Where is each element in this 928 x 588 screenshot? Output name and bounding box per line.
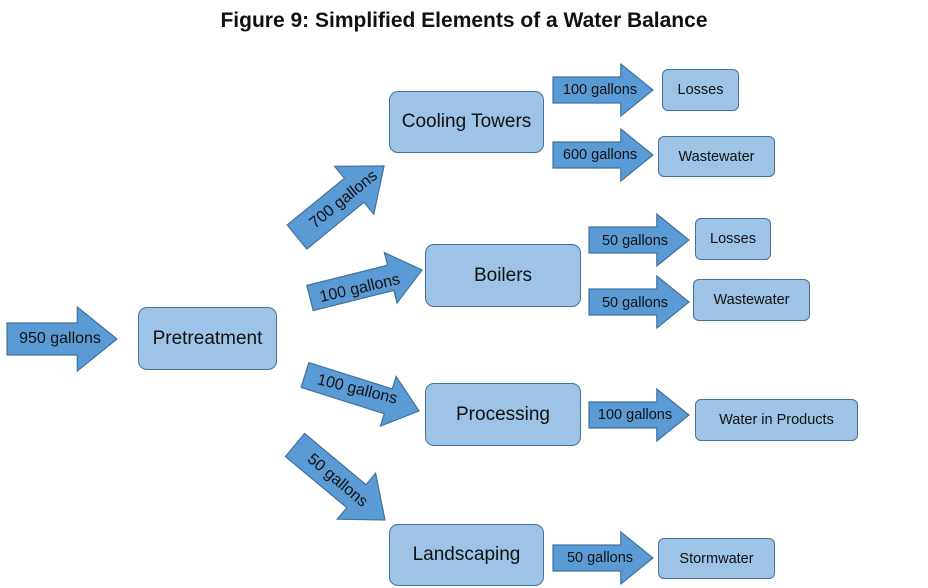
flow-label-ct-to-losses: 100 gallons [562, 82, 638, 98]
arrow-to-cooling-towers [286, 165, 385, 250]
arrow-landscaping-to-stormwater [552, 530, 654, 586]
arrow-to-boilers [306, 251, 423, 312]
flow-label-boilers-to-wastewater: 50 gallons [601, 295, 669, 311]
arrow-to-processing [300, 361, 420, 428]
node-landscaping: Landscaping [389, 524, 544, 586]
node-processing: Processing [425, 383, 581, 446]
node-cooling-towers-wastewater: Wastewater [658, 136, 775, 177]
arrow-boilers-to-wastewater [588, 274, 690, 330]
arrow-input [6, 305, 118, 373]
arrow-processing-to-products [588, 387, 690, 443]
arrow-boilers-to-losses [588, 212, 690, 268]
node-water-in-products: Water in Products [695, 399, 858, 441]
node-boilers-losses: Losses [695, 218, 771, 260]
flow-label-landscaping-to-stormwater: 50 gallons [566, 550, 634, 566]
node-stormwater: Stormwater [658, 538, 775, 579]
node-boilers: Boilers [425, 244, 581, 307]
flow-label-input: 950 gallons [19, 330, 101, 347]
arrow-to-landscaping [284, 432, 386, 521]
arrow-ct-to-wastewater [552, 127, 654, 183]
flow-label-boilers-to-losses: 50 gallons [601, 233, 669, 249]
node-boilers-wastewater: Wastewater [693, 279, 810, 321]
node-cooling-towers: Cooling Towers [389, 91, 544, 153]
node-pretreatment: Pretreatment [138, 307, 277, 370]
arrow-ct-to-losses [552, 62, 654, 118]
flow-label-ct-to-wastewater: 600 gallons [562, 147, 638, 163]
figure-title: Figure 9: Simplified Elements of a Water… [220, 9, 708, 32]
node-cooling-towers-losses: Losses [662, 69, 739, 111]
flow-label-processing-to-products: 100 gallons [597, 407, 673, 423]
